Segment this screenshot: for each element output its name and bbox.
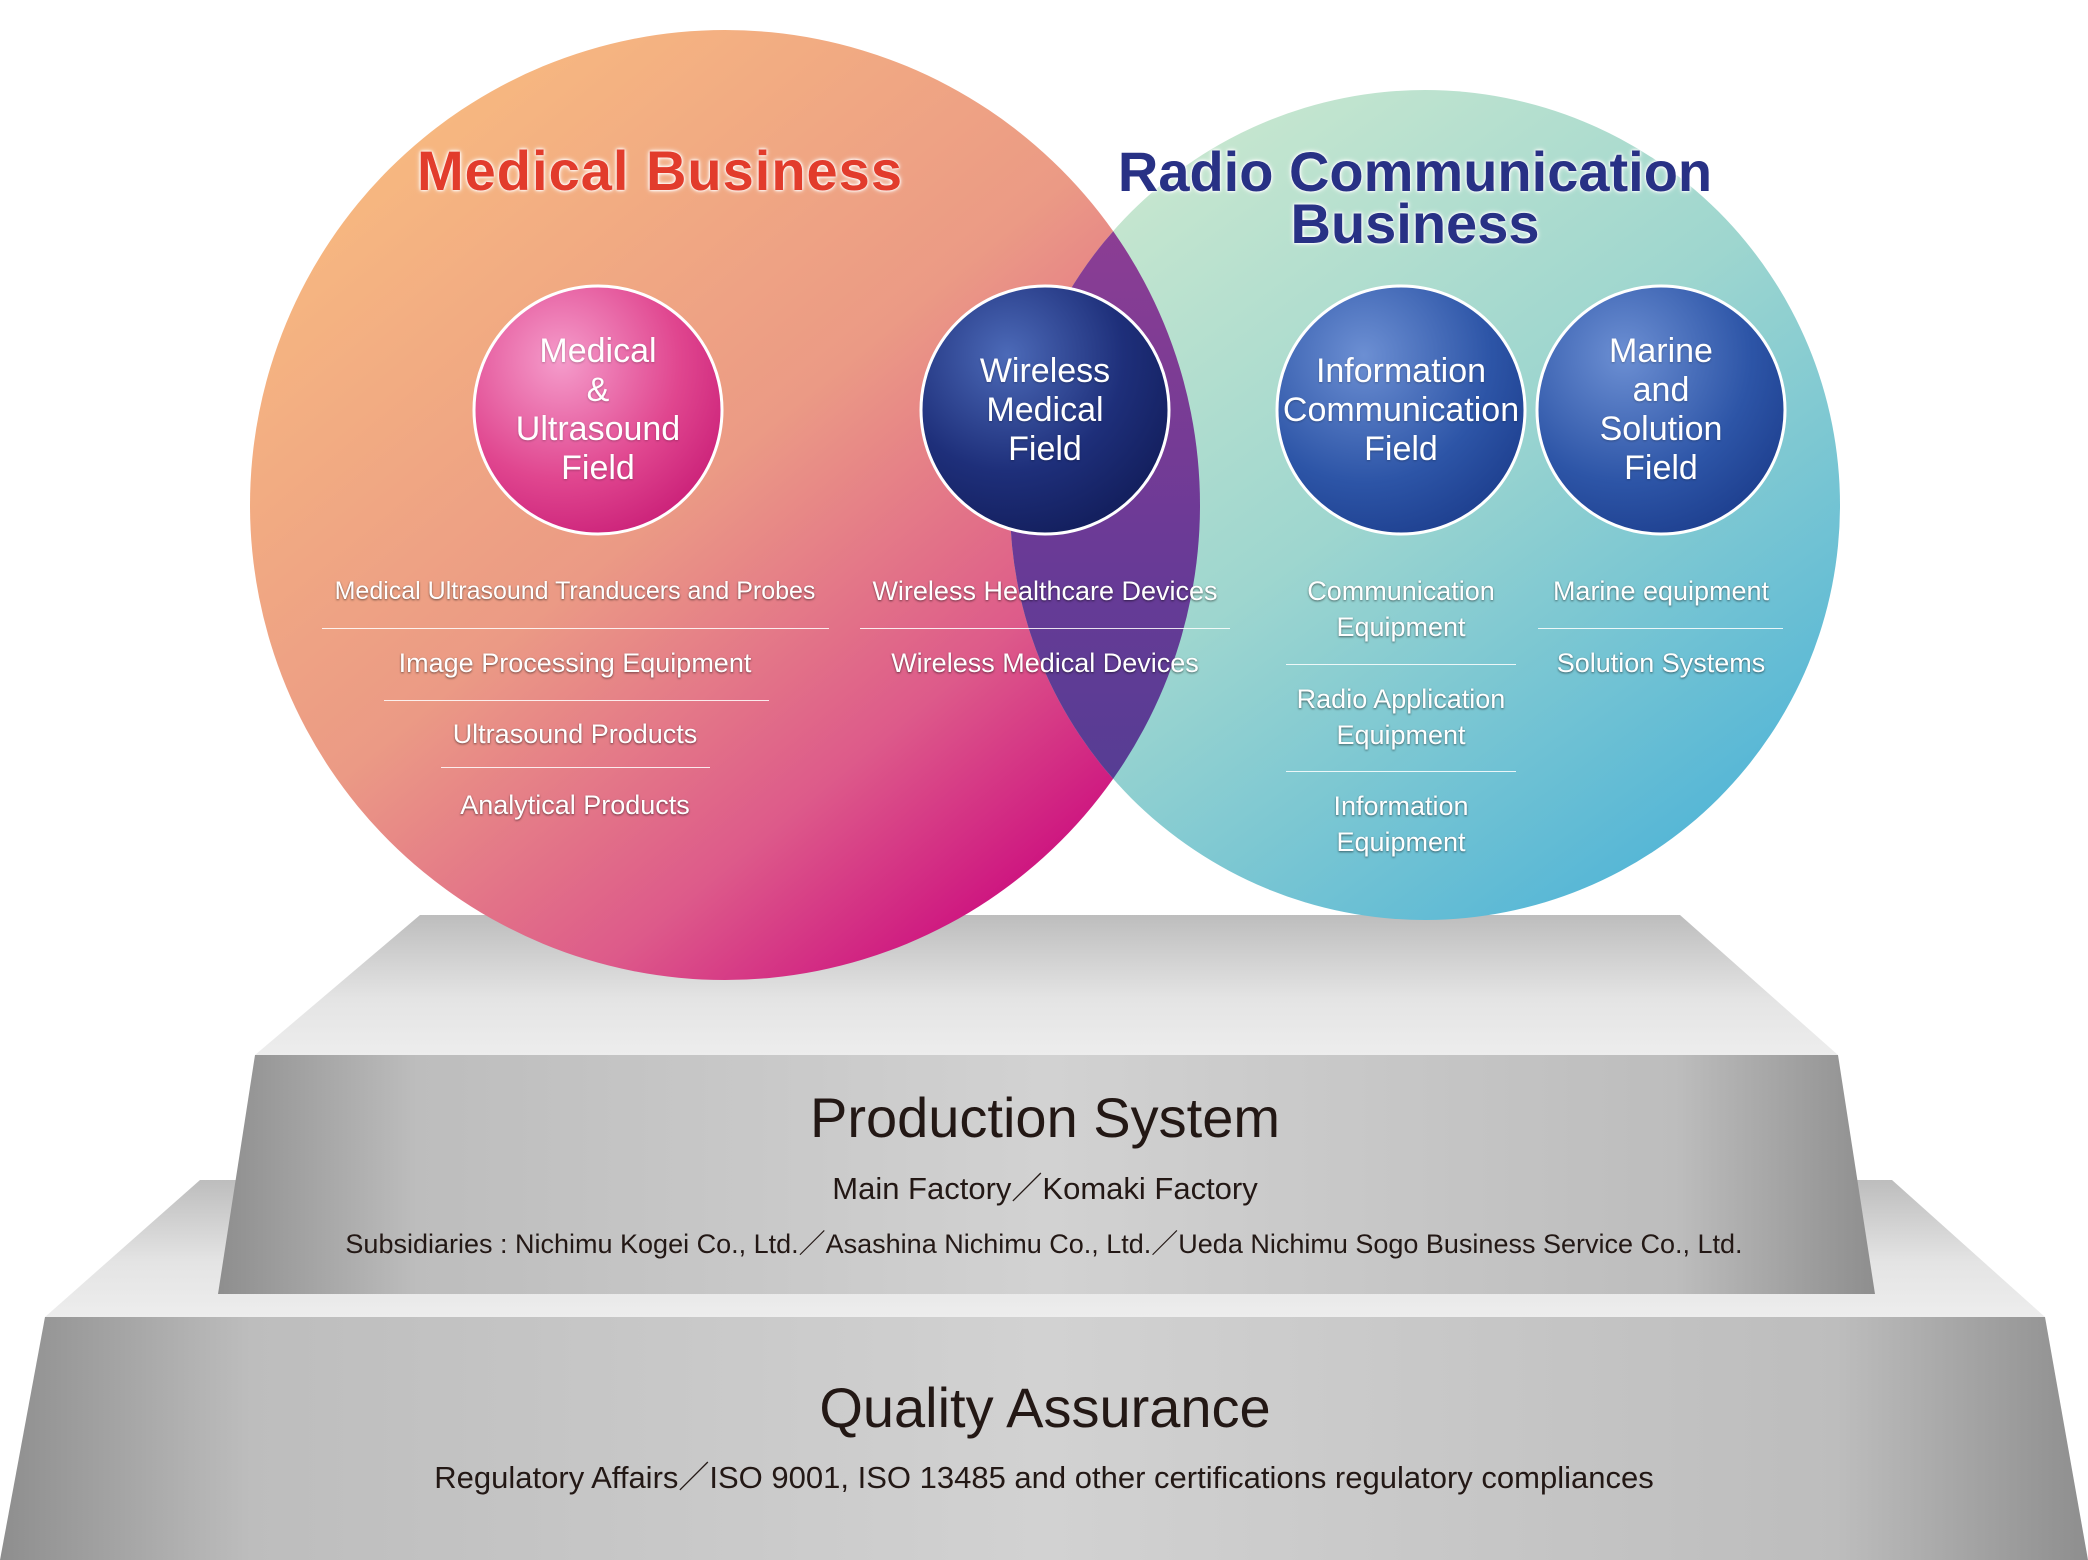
marine-solution-field-sphere [1535,284,1787,536]
information-communication-item: Communication Equipment [1251,573,1551,645]
quality-assurance-detail: Regulatory Affairs／ISO 9001, ISO 13485 a… [434,1460,1654,1495]
item-line: Information [1333,791,1469,821]
wireless-medical-item: Wireless Medical Devices [891,648,1199,678]
item-line: Equipment [1336,720,1466,750]
item-line: Radio Application [1296,684,1506,714]
quality-platform-front [0,1317,2088,1560]
marine-solution-item: Marine equipment [1552,576,1770,606]
production-platform-front [218,1055,1875,1294]
medical-ultrasound-field-label: Medical & Ultrasound Field [474,286,722,534]
medical-item-divider [384,700,769,701]
quality-assurance-title: Quality Assurance [819,1376,1271,1439]
marine-solution-item: Solution Systems [1556,648,1766,678]
medical-business-title: Medical Business [417,139,903,202]
information-communication-item-divider [1286,771,1516,772]
item-line: Communication [1307,576,1495,606]
information-communication-field-label: Information Communication Field [1272,286,1530,534]
wireless-medical-field-sphere [919,284,1171,536]
wireless-medical-field-label: Wireless Medical Field [921,286,1169,534]
medical-business-circle [250,30,1200,980]
field-label-line: Solution [1599,410,1723,448]
field-label-line: Communication [1282,390,1520,429]
information-communication-field-sphere [1275,284,1527,536]
radio-business-title-line: Business [1290,192,1540,255]
field-label-line: Field [1624,449,1698,487]
medical-item: Ultrasound Products [452,719,698,749]
radio-business-title: Radio Communication Business [1100,140,1730,255]
medical-ultrasound-field-sphere [472,284,724,536]
field-label-line: Information [1315,351,1487,390]
item-line: Equipment [1336,827,1466,857]
field-label-line: Medical [986,390,1104,429]
field-label-line: Field [1364,429,1438,468]
production-system-title: Production System [810,1086,1280,1149]
radio-business-title-line: Radio Communication [1117,140,1713,203]
field-label-line: Marine [1609,332,1713,370]
production-platform-top [255,915,1838,1055]
medical-item-divider [322,628,829,629]
medical-item-divider [441,767,710,768]
item-line: Equipment [1336,612,1466,642]
field-label-line: Field [1008,429,1082,468]
field-label-line: Ultrasound [515,410,681,448]
information-communication-item: Information Equipment [1251,788,1551,860]
production-system-factories: Main Factory／Komaki Factory [832,1171,1258,1206]
field-label-line: Medical [539,332,657,370]
medical-item: Analytical Products [460,790,690,820]
field-label-line: and [1632,371,1690,409]
information-communication-item: Radio Application Equipment [1251,681,1551,753]
information-communication-item-divider [1286,664,1516,665]
medical-item: Medical Ultrasound Tranducers and Probes [334,577,816,605]
field-label-line: Field [561,449,635,487]
wireless-medical-item: Wireless Healthcare Devices [872,576,1218,606]
marine-solution-field-label: Marine and Solution Field [1537,286,1785,534]
medical-item: Image Processing Equipment [398,648,752,678]
production-system-subsidiaries: Subsidiaries : Nichimu Kogei Co., Ltd.／A… [345,1229,1743,1259]
marine-solution-item-divider [1538,628,1783,629]
field-label-line: Wireless [979,351,1111,390]
field-label-line: & [586,371,610,409]
wireless-medical-item-divider [860,628,1230,629]
